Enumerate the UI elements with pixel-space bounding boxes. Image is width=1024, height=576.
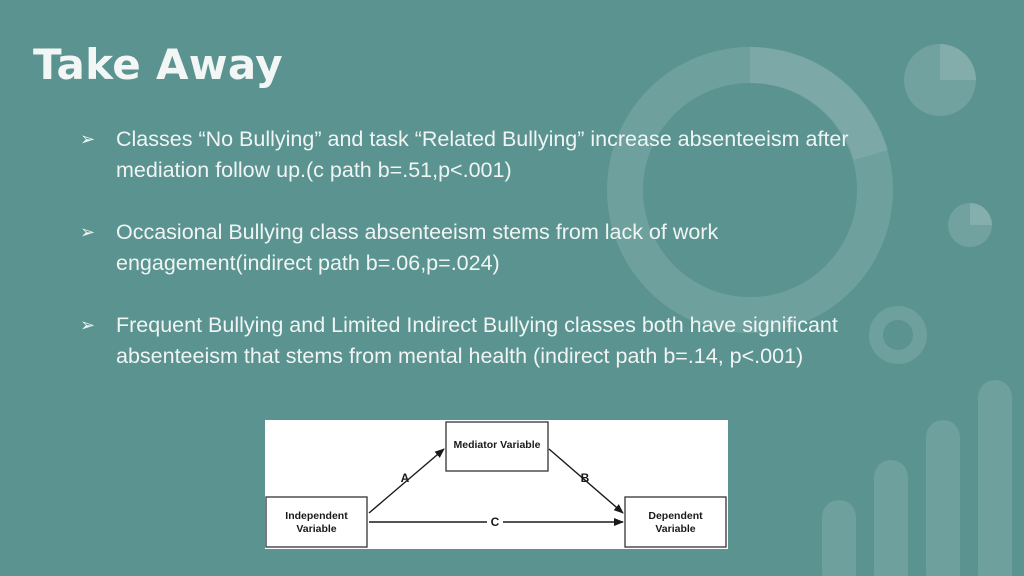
- bullet-text: Classes “No Bullying” and task “Related …: [116, 127, 849, 182]
- bar-decoration: [874, 460, 908, 576]
- donut-wedge-decoration: [750, 46, 888, 160]
- path-a-arrow: [368, 448, 445, 514]
- path-c-label: C: [491, 515, 500, 529]
- bar-decoration: [822, 500, 856, 576]
- independent-box: Independent Variable: [265, 496, 368, 548]
- bar-decoration: [978, 380, 1012, 576]
- bullet-list: ➢ Classes “No Bullying” and task “Relate…: [80, 124, 880, 403]
- small-pie-decoration: [948, 203, 992, 247]
- mediator-box: Mediator Variable: [445, 421, 549, 472]
- mediation-diagram: Mediator Variable Independent Variable D…: [265, 420, 728, 549]
- bar-decoration: [926, 420, 960, 576]
- donut-ring-decoration: [607, 47, 893, 333]
- arrowhead-icon: ➢: [80, 315, 96, 336]
- independent-label-line2: Variable: [296, 523, 336, 535]
- mediator-label: Mediator Variable: [454, 439, 541, 451]
- independent-label-line1: Independent: [285, 510, 348, 522]
- arrowhead-icon: ➢: [80, 129, 96, 150]
- small-pie-slice-decoration: [970, 203, 992, 225]
- dependent-label-line1: Dependent: [648, 510, 703, 522]
- dependent-box: Dependent Variable: [624, 496, 727, 548]
- bullet-text: Occasional Bullying class absenteeism st…: [116, 220, 719, 275]
- bullet-item: ➢ Frequent Bullying and Limited Indirect…: [80, 310, 880, 372]
- path-b-label: B: [581, 471, 590, 485]
- dependent-label-line2: Variable: [655, 523, 695, 535]
- small-ring-decoration: [869, 306, 927, 364]
- bullet-text: Frequent Bullying and Limited Indirect B…: [116, 313, 838, 368]
- bullet-item: ➢ Classes “No Bullying” and task “Relate…: [80, 124, 880, 186]
- slide-title: Take Away: [33, 40, 283, 89]
- pie-slice-decoration: [940, 44, 976, 80]
- path-a-label: A: [401, 471, 410, 485]
- arrowhead-icon: ➢: [80, 222, 96, 243]
- pie-decoration: [904, 44, 976, 116]
- path-b-arrow: [548, 448, 624, 514]
- bullet-item: ➢ Occasional Bullying class absenteeism …: [80, 217, 880, 279]
